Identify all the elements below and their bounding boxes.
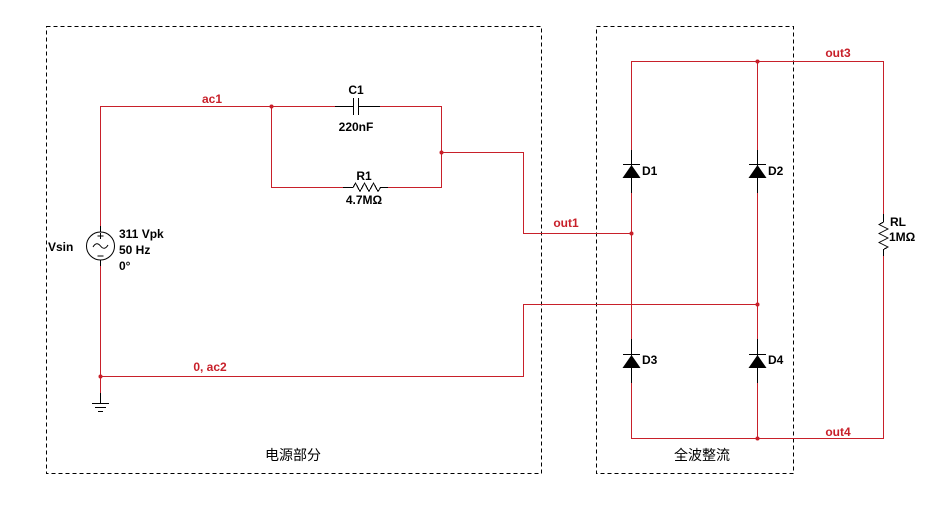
rl-component[interactable]: RL 1MΩ bbox=[877, 214, 916, 256]
d1-component[interactable]: D1 bbox=[622, 150, 658, 193]
power-block-label: 电源部分 bbox=[265, 448, 321, 464]
r1-value: 4.7MΩ bbox=[346, 193, 383, 207]
diode-icon bbox=[622, 339, 641, 383]
rectifier-block-label: 全波整流 bbox=[674, 447, 730, 464]
junction-dot bbox=[755, 59, 760, 64]
diode-icon bbox=[748, 150, 767, 193]
d3-component[interactable]: D3 bbox=[622, 339, 658, 383]
wire-r1-left[interactable] bbox=[271, 106, 344, 188]
d4-component[interactable]: D4 bbox=[748, 339, 784, 383]
junction-dot bbox=[755, 302, 760, 307]
capacitor-icon bbox=[335, 98, 380, 115]
rl-ref: RL bbox=[890, 215, 906, 229]
d3-ref: D3 bbox=[642, 353, 658, 367]
d2-component[interactable]: D2 bbox=[748, 150, 784, 193]
wire-out1[interactable] bbox=[441, 152, 632, 234]
wire-ac2[interactable] bbox=[100, 304, 758, 377]
junction-dot bbox=[629, 231, 634, 236]
d2-ref: D2 bbox=[768, 164, 784, 178]
vsin-amplitude: 311 Vpk bbox=[119, 227, 164, 241]
r1-ref: R1 bbox=[356, 169, 372, 183]
ground-icon[interactable] bbox=[92, 393, 109, 412]
diode-icon bbox=[622, 150, 641, 193]
junction-dot bbox=[755, 436, 760, 441]
wire-ac1[interactable] bbox=[100, 106, 336, 227]
junction-dot bbox=[269, 104, 274, 109]
vsin-ref: Vsin bbox=[48, 240, 73, 254]
wire-c1-r1-right[interactable] bbox=[380, 106, 442, 188]
net-label-out4: out4 bbox=[825, 425, 851, 439]
rl-value: 1MΩ bbox=[889, 230, 916, 244]
rectifier-block-box[interactable] bbox=[596, 26, 794, 474]
vsin-frequency: 50 Hz bbox=[119, 243, 150, 257]
junction-dot bbox=[439, 150, 444, 155]
c1-value: 220nF bbox=[339, 120, 374, 134]
net-label-out1: out1 bbox=[553, 216, 579, 230]
resistor-icon bbox=[343, 181, 388, 193]
net-label-ac1: ac1 bbox=[202, 92, 222, 106]
d4-ref: D4 bbox=[768, 353, 784, 367]
vsin-component[interactable]: Vsin 311 Vpk 50 Hz 0° bbox=[48, 226, 164, 273]
junctions bbox=[98, 59, 760, 441]
net-label-ground: 0, ac2 bbox=[193, 360, 227, 374]
c1-ref: C1 bbox=[348, 83, 364, 97]
vsin-phase: 0° bbox=[119, 259, 131, 273]
d1-ref: D1 bbox=[642, 164, 658, 178]
power-block-box[interactable] bbox=[46, 26, 542, 474]
ac-voltage-source-icon bbox=[86, 226, 115, 266]
net-label-out3: out3 bbox=[825, 46, 851, 60]
r1-component[interactable]: R1 4.7MΩ bbox=[343, 169, 388, 207]
resistor-icon bbox=[877, 214, 890, 256]
diode-icon bbox=[748, 339, 767, 383]
junction-dot bbox=[98, 374, 103, 379]
c1-component[interactable]: C1 220nF bbox=[335, 83, 380, 134]
wires bbox=[100, 61, 884, 439]
